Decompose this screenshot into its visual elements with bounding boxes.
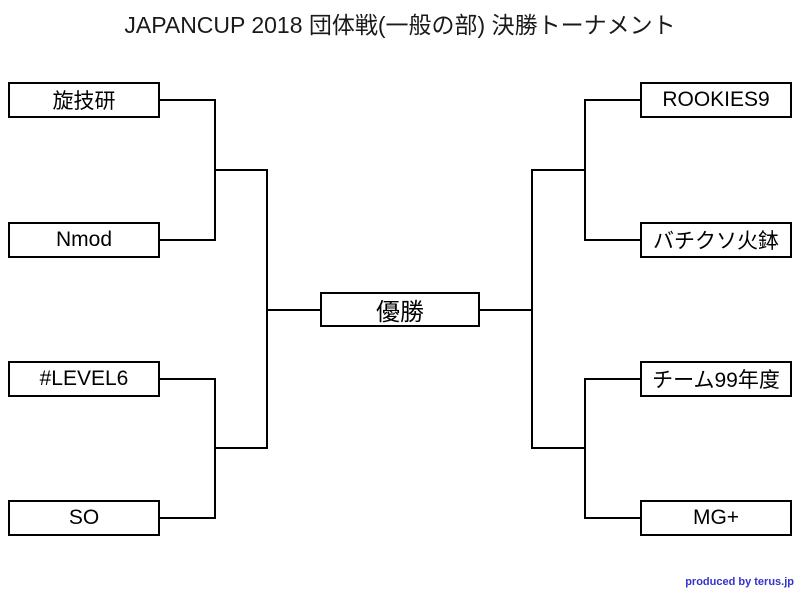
team-box-team99nendo: チーム99年度 <box>640 361 792 397</box>
connector-line <box>160 517 216 519</box>
connector-line <box>480 309 532 311</box>
team-box-mg-plus: MG+ <box>640 500 792 536</box>
connector-line <box>160 239 216 241</box>
connector-line <box>584 99 640 101</box>
champion-box: 優勝 <box>320 292 480 327</box>
connector-line <box>531 447 586 449</box>
connector-line <box>584 517 640 519</box>
connector-line <box>214 447 268 449</box>
connector-line <box>214 169 268 171</box>
team-box-bachikuso-hibachi: バチクソ火鉢 <box>640 222 792 258</box>
team-box-level6: #LEVEL6 <box>8 361 160 397</box>
team-box-sengiken: 旋技研 <box>8 82 160 118</box>
connector-line <box>584 378 640 380</box>
team-box-so: SO <box>8 500 160 536</box>
connector-line <box>160 378 216 380</box>
team-box-rookies9: ROOKIES9 <box>640 82 792 118</box>
credit-link[interactable]: produced by terus.jp <box>685 576 794 588</box>
connector-line <box>266 309 320 311</box>
connector-line <box>584 239 640 241</box>
page-title: JAPANCUP 2018 団体戦(一般の部) 決勝トーナメント <box>124 12 676 38</box>
connector-line <box>531 169 586 171</box>
connector-line <box>160 99 216 101</box>
connector-line <box>531 169 533 449</box>
team-box-nmod: Nmod <box>8 222 160 258</box>
